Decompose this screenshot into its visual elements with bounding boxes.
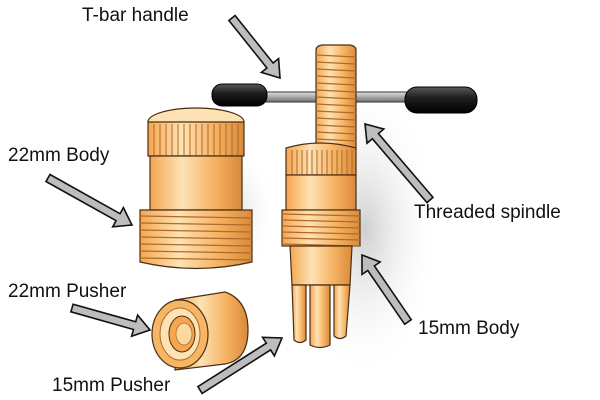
body-22mm <box>139 107 253 270</box>
label-22mm-body: 22mm Body <box>8 145 110 166</box>
label-15mm-body: 15mm Body <box>418 318 520 339</box>
pointer-arrow-2 <box>44 173 134 228</box>
pointer-arrow-4 <box>69 303 152 338</box>
pointer-arrow-6 <box>196 336 284 395</box>
handle-knob-right <box>404 86 478 114</box>
pointer-arrow-1 <box>227 14 281 80</box>
label-15mm-pusher: 15mm Pusher <box>52 375 171 396</box>
threaded-spindle <box>315 44 357 151</box>
pointer-arrows <box>44 14 435 395</box>
body-15mm <box>281 142 361 349</box>
pointer-arrow-3 <box>364 122 435 204</box>
label-threaded-spindle: Threaded spindle <box>414 202 561 223</box>
handle-knob-left <box>211 83 268 107</box>
pusher-22mm <box>151 291 249 371</box>
pointer-arrow-5 <box>361 253 413 326</box>
label-t-bar-handle: T-bar handle <box>82 5 189 26</box>
label-22mm-pusher: 22mm Pusher <box>8 281 127 302</box>
